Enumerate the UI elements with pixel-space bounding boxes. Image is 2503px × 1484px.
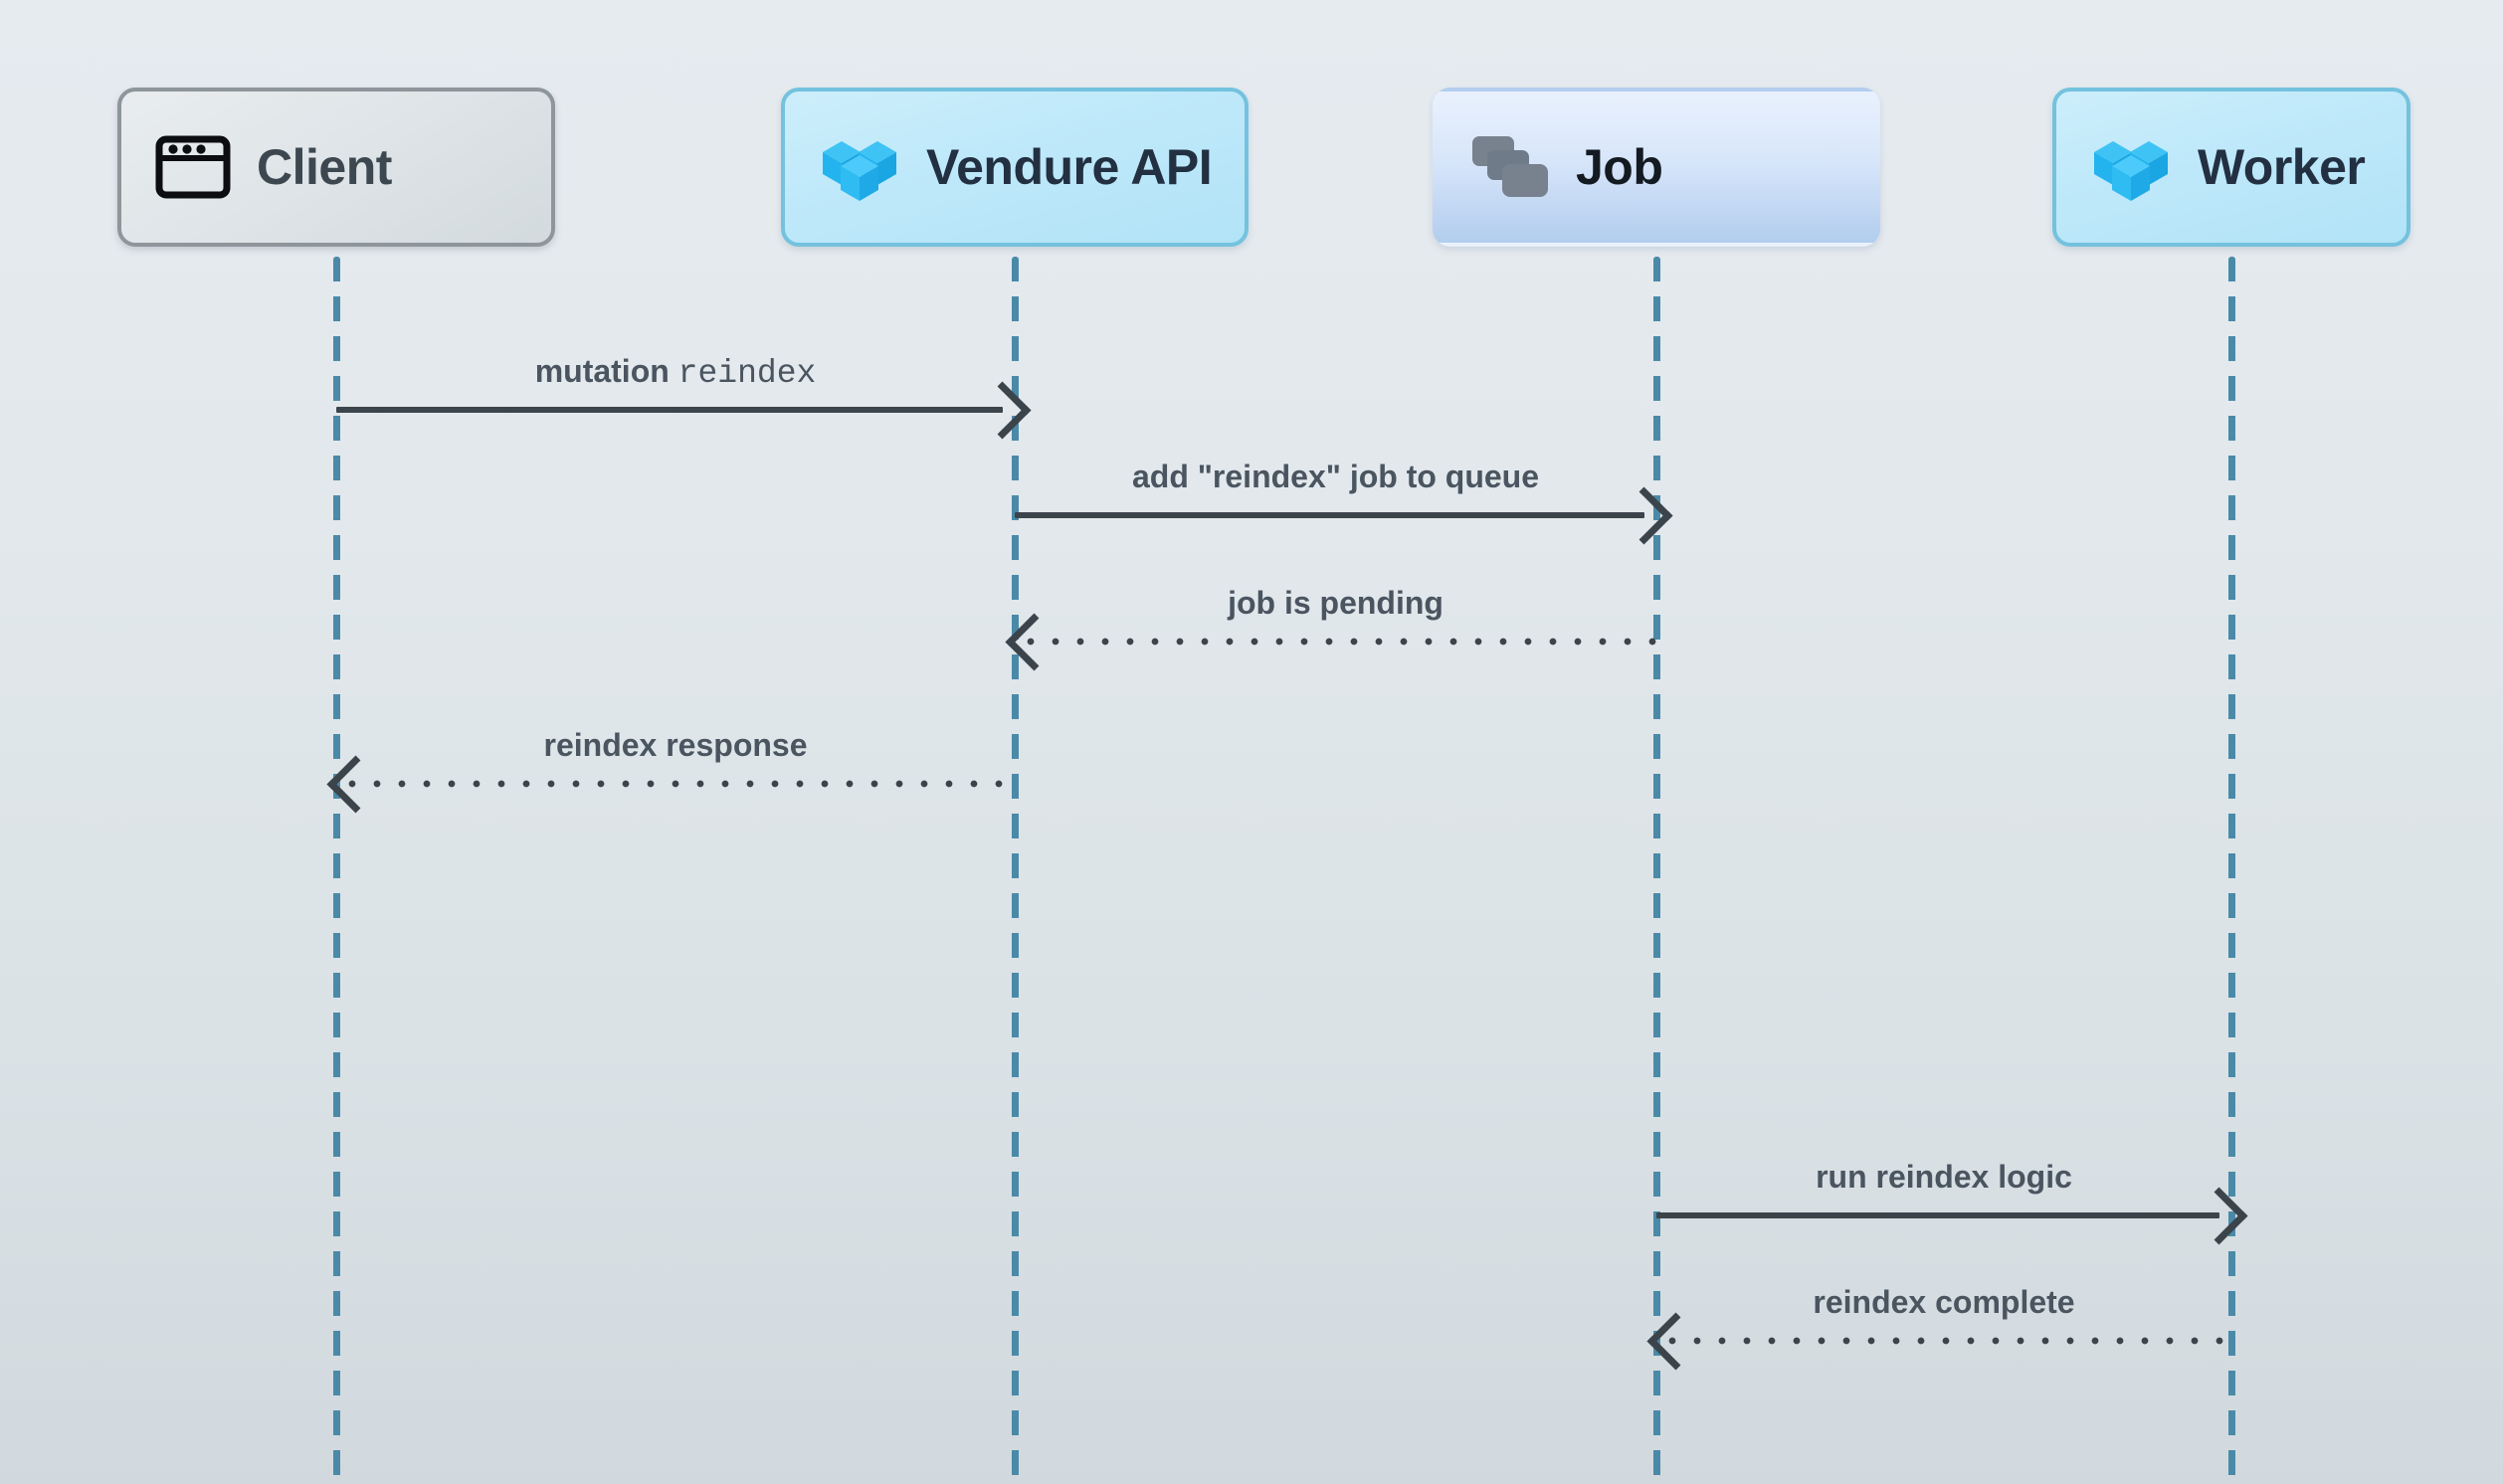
participant-label-worker: Worker — [2198, 139, 2366, 195]
message-text-m1: mutation — [534, 353, 678, 389]
participant-box-job[interactable]: Job — [1433, 88, 1880, 247]
participant-label-vendure-api: Vendure API — [926, 139, 1213, 195]
message-line-m4 — [348, 780, 1015, 788]
message-arrowhead-m5 — [2190, 1187, 2248, 1245]
vendure-cubes-icon — [2094, 141, 2168, 201]
message-label-m3: job is pending — [1228, 585, 1444, 624]
lifeline-vendure-api — [1012, 257, 1019, 1484]
message-text-m2: add "reindex" job to queue — [1131, 459, 1540, 494]
participant-box-vendure-api[interactable]: Vendure API — [781, 88, 1249, 247]
participant-box-client[interactable]: Client — [117, 88, 555, 247]
message-code-m1: reindex — [677, 355, 817, 392]
lifeline-client — [333, 257, 340, 1484]
message-label-m4: reindex response — [544, 727, 808, 766]
message-text-m3: job is pending — [1228, 585, 1444, 621]
message-label-m2: add "reindex" job to queue — [1132, 459, 1539, 497]
stacked-cards-icon — [1472, 136, 1548, 197]
lifeline-worker — [2228, 257, 2235, 1484]
message-line-m3 — [1027, 638, 1656, 646]
message-label-m6: reindex complete — [1813, 1284, 2074, 1323]
browser-window-icon — [155, 135, 231, 199]
message-text-m4: reindex response — [543, 727, 808, 763]
lifeline-job — [1653, 257, 1660, 1484]
participant-label-client: Client — [257, 139, 392, 195]
participant-label-job: Job — [1576, 139, 1663, 195]
message-line-m2 — [1015, 512, 1644, 518]
message-label-m5: run reindex logic — [1816, 1159, 2072, 1198]
message-text-m5: run reindex logic — [1816, 1159, 2072, 1195]
vendure-cubes-icon — [823, 141, 896, 201]
message-line-m5 — [1656, 1212, 2219, 1218]
participant-box-worker[interactable]: Worker — [2052, 88, 2410, 247]
message-arrowhead-m2 — [1615, 486, 1673, 545]
message-line-m1 — [336, 407, 1003, 413]
message-label-m1: mutation reindex — [535, 353, 817, 392]
message-arrowhead-m1 — [973, 381, 1032, 440]
message-line-m6 — [1668, 1337, 2231, 1345]
message-text-m6: reindex complete — [1813, 1284, 2075, 1320]
